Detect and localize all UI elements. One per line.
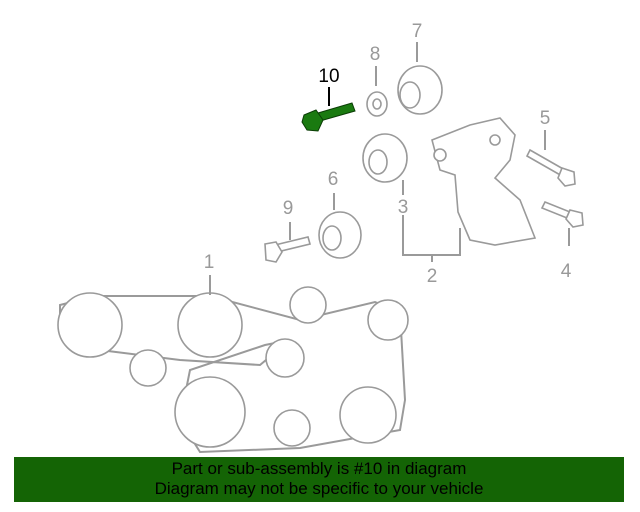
main-crank-pulley — [174, 376, 246, 448]
tensioner-pulley — [265, 338, 305, 378]
callout-5[interactable]: 5 — [540, 108, 551, 129]
lower-pulley — [273, 409, 311, 447]
banner-line-2: Diagram may not be specific to your vehi… — [154, 479, 484, 498]
banner-line-1: Part or sub-assembly is #10 in diagram — [171, 459, 467, 478]
part-3-pulley — [362, 133, 408, 183]
ac-pulley — [339, 386, 397, 444]
callout-10[interactable]: 10 — [318, 66, 339, 87]
part-6-pulley — [318, 211, 362, 259]
part-9-bolt — [264, 236, 311, 263]
part-5-bolt — [525, 148, 576, 187]
callout-4[interactable]: 4 — [561, 261, 572, 282]
part-8-washer — [366, 91, 388, 117]
idler-pulley-small — [129, 349, 167, 387]
callout-8[interactable]: 8 — [370, 44, 381, 65]
alternator-pulley — [177, 292, 243, 358]
callout-1[interactable]: 1 — [204, 252, 215, 273]
part-4-bolt — [540, 200, 584, 228]
top-pulley — [289, 286, 327, 324]
callout-9[interactable]: 9 — [283, 198, 294, 219]
callout-7[interactable]: 7 — [412, 21, 423, 42]
belt-routing — [57, 286, 409, 454]
part-10-bolt-highlighted[interactable] — [301, 102, 356, 132]
part-info-banner: Part or sub-assembly is #10 in diagram D… — [14, 457, 624, 502]
crank-pulley — [57, 292, 123, 358]
callout-2[interactable]: 2 — [427, 266, 438, 287]
callout-6[interactable]: 6 — [328, 169, 339, 190]
part-7-idler-pulley — [397, 65, 443, 115]
right-pulley — [367, 299, 409, 341]
part-2-tensioner-bracket — [431, 117, 537, 246]
callout-3[interactable]: 3 — [398, 197, 409, 218]
leader-lines — [209, 42, 570, 295]
